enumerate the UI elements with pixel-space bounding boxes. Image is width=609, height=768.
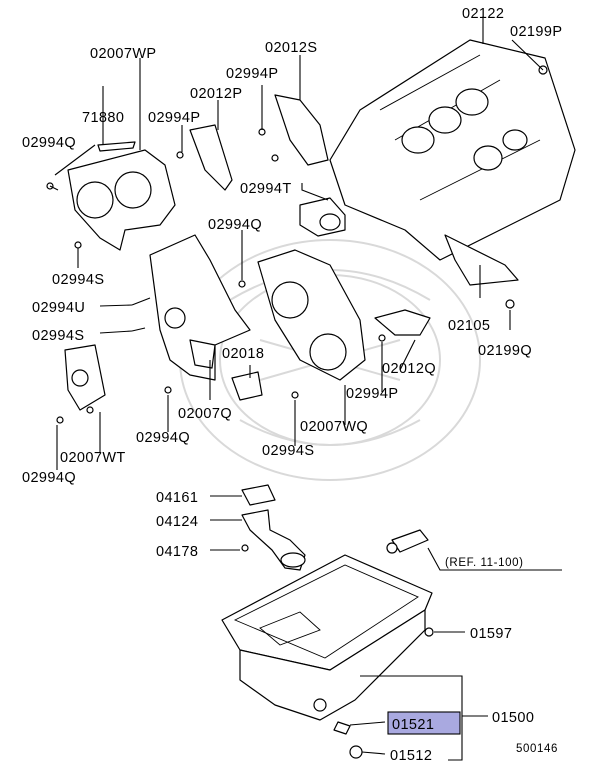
label-02122[interactable]: 02122: [462, 6, 504, 22]
label-02199q[interactable]: 02199Q: [478, 343, 532, 359]
highlight-box: [387, 711, 461, 735]
label-02994q-b[interactable]: 02994Q: [208, 217, 262, 233]
upper-timing-cover-rear: [257, 249, 366, 381]
label-02994q-a[interactable]: 02994Q: [22, 135, 76, 151]
label-02007wq[interactable]: 02007WQ: [300, 419, 368, 435]
label-02199p[interactable]: 02199P: [510, 24, 562, 40]
label-04124[interactable]: 04124: [156, 514, 198, 530]
leader-lines: [54, 16, 562, 761]
label-01500[interactable]: 01500: [492, 710, 534, 726]
label-02994p-c[interactable]: 02994P: [346, 386, 398, 402]
label-02012s[interactable]: 02012S: [265, 40, 317, 56]
footer-code: 500146: [516, 743, 558, 755]
label-02007wp[interactable]: 02007WP: [90, 46, 156, 62]
label-02994p-a[interactable]: 02994P: [226, 66, 278, 82]
label-04178[interactable]: 04178: [156, 544, 198, 560]
brackets: [64, 94, 431, 411]
reference-note[interactable]: (REF. 11-100): [445, 557, 524, 569]
lower-timing-cover: [149, 234, 251, 381]
label-01597[interactable]: 01597: [470, 626, 512, 642]
label-02012p[interactable]: 02012P: [190, 86, 242, 102]
oil-level-sensor: [386, 529, 429, 554]
bolts: [46, 128, 386, 424]
label-02994s-c[interactable]: 02994S: [262, 443, 314, 459]
oil-strainer-assembly: [241, 484, 306, 571]
label-02007wt[interactable]: 02007WT: [60, 450, 126, 466]
label-02994q-c[interactable]: 02994Q: [136, 430, 190, 446]
label-02994t[interactable]: 02994T: [240, 181, 292, 197]
label-02105[interactable]: 02105: [448, 318, 490, 334]
label-02994u[interactable]: 02994U: [32, 300, 85, 316]
label-02012q[interactable]: 02012Q: [382, 361, 436, 377]
label-04161[interactable]: 04161: [156, 490, 198, 506]
label-02007q[interactable]: 02007Q: [178, 406, 232, 422]
label-02994s-b[interactable]: 02994S: [32, 328, 84, 344]
label-01521[interactable]: 01521: [392, 717, 434, 733]
engine-block: [299, 39, 576, 309]
label-02994p-b[interactable]: 02994P: [148, 110, 200, 126]
part-labels: 02122 02199P 02007WP 02012S 02994P 71880…: [22, 6, 562, 764]
label-02994s-a[interactable]: 02994S: [52, 272, 104, 288]
oil-pan: [221, 554, 434, 759]
label-02018[interactable]: 02018: [222, 346, 264, 362]
label-71880[interactable]: 71880: [82, 110, 124, 126]
label-01512[interactable]: 01512: [390, 748, 432, 764]
upper-timing-cover-front: [67, 141, 176, 251]
label-02994q-d[interactable]: 02994Q: [22, 470, 76, 486]
